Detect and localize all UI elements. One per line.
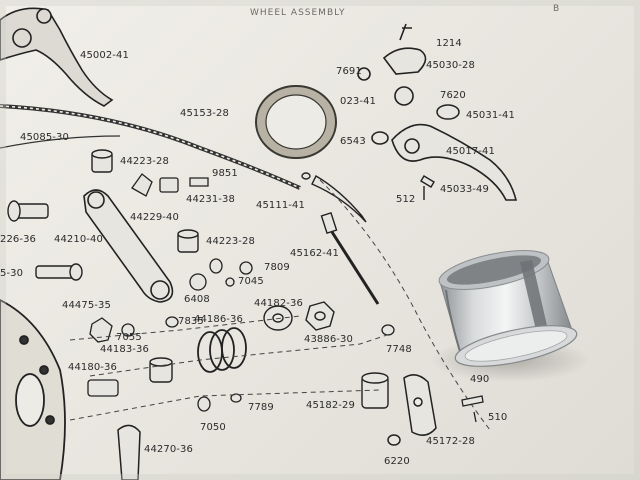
spring-coils-44186-36 [197, 327, 247, 373]
part-label: 7045 [238, 276, 264, 287]
aluminium-bushing-photo-object [430, 249, 590, 382]
pin-490 [461, 395, 484, 423]
nut-43886-30 [305, 301, 335, 331]
lever-bracket-45030-28 [357, 23, 427, 106]
part-label: 45111-41 [256, 200, 305, 211]
part-label: 5-30 [0, 268, 24, 279]
part-label: 44223-28 [206, 236, 255, 247]
clutch-lever-45002-41 [0, 7, 114, 107]
part-label: 44229-40 [130, 212, 179, 223]
leader-lines [69, 315, 391, 421]
bushing-44223-28-upper [91, 149, 113, 173]
part-label: 44183-36 [100, 344, 149, 355]
connecting-link-44210-40 [83, 189, 174, 303]
control-cable-45153-28 [0, 104, 301, 190]
bushing-44223-28-lower [177, 229, 199, 253]
part-label: 43886-30 [304, 334, 353, 345]
part-label: 45002-41 [80, 50, 129, 61]
part-label: 1214 [436, 38, 462, 49]
wheel-hub-44180-36 [0, 298, 66, 480]
part-label: 7835 [178, 316, 204, 327]
part-label: 45162-41 [290, 248, 339, 259]
part-label: 9851 [212, 168, 238, 179]
part-label: 44182-36 [254, 298, 303, 309]
part-label: 7748 [386, 344, 412, 355]
hand-lever-45017-41 [371, 123, 518, 201]
bolt-5-30 [35, 263, 83, 281]
part-label: 45153-28 [180, 108, 229, 119]
part-label: 7055 [116, 332, 142, 343]
part-label: 44210-40 [54, 234, 103, 245]
part-label: 6408 [184, 294, 210, 305]
leader-line [319, 179, 491, 431]
part-label: 226-36 [0, 234, 37, 245]
part-label: 7691 [336, 66, 362, 77]
lever-arm-44270-36 [117, 424, 141, 480]
cable-adjuster-45162-41 [301, 172, 380, 305]
part-label: 023-41 [340, 96, 377, 107]
small-washers [87, 317, 395, 412]
part-label: 44186-36 [194, 314, 243, 325]
bolt-226-36 [7, 200, 49, 222]
nut-45182-29 [361, 372, 389, 409]
part-label: 490 [470, 374, 490, 385]
part-label: 45085-30 [20, 132, 69, 143]
part-label: 510 [488, 412, 508, 423]
part-label: 44180-36 [68, 362, 117, 373]
part-label: 512 [396, 194, 416, 205]
part-label: 44270-36 [144, 444, 193, 455]
part-label: 45033-49 [440, 184, 489, 195]
part-label: 7050 [200, 422, 226, 433]
part-label: 6543 [340, 136, 366, 147]
pivot-pin-7620 [436, 104, 460, 120]
part-label: 44231-38 [186, 194, 235, 205]
bushing-44183-36 [149, 357, 173, 383]
large-washer [255, 85, 337, 159]
small-parts [121, 173, 253, 337]
part-label: 6220 [384, 456, 410, 467]
part-label: 44475-35 [62, 300, 111, 311]
part-label: 45182-29 [306, 400, 355, 411]
part-label: 45031-41 [466, 110, 515, 121]
part-label: 45030-28 [426, 60, 475, 71]
part-label: 45017-41 [446, 146, 495, 157]
ring-washer-44182-36 [263, 305, 293, 331]
part-label: 44223-28 [120, 156, 169, 167]
part-label: 7809 [264, 262, 290, 273]
page-header-text: WHEEL ASSEMBLY [250, 8, 346, 18]
part-label: 7789 [248, 402, 274, 413]
part-label: 45172-28 [426, 436, 475, 447]
screw-45033-49 [420, 175, 435, 200]
part-label: 7620 [440, 90, 466, 101]
page-header-letter: B [553, 4, 560, 14]
clevis-45172-28 [387, 374, 437, 446]
